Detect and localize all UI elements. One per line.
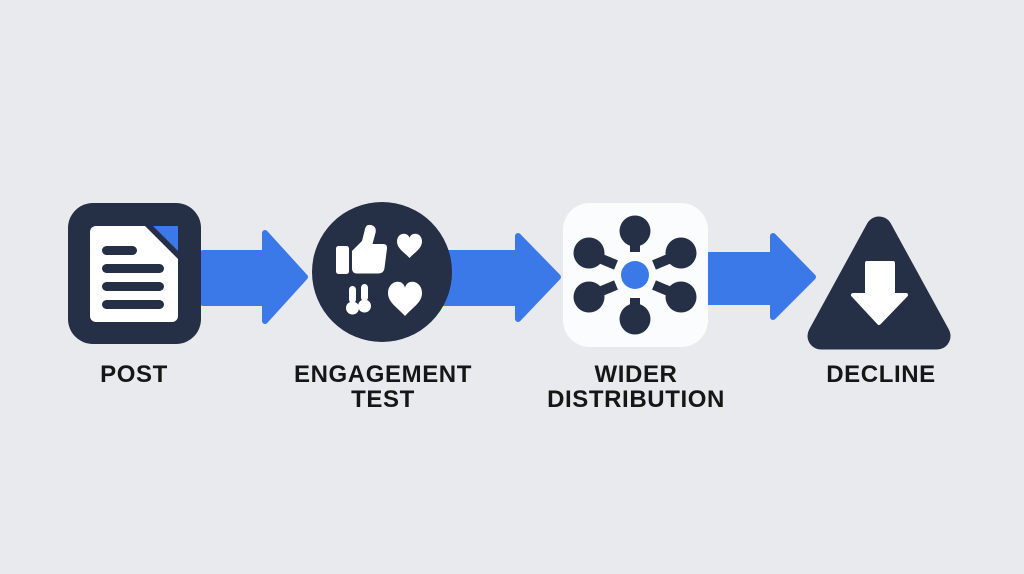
step-label-line: TEST [351,386,415,413]
document-icon [90,226,178,322]
right-arrow-icon-3 [706,233,816,320]
heart-icon-small [397,233,422,258]
step-label-line: DISTRIBUTION [547,386,725,413]
step-label-engagement-test: ENGAGEMENT TEST [294,362,472,412]
step-label-line: ENGAGEMENT [293,361,473,388]
right-arrow-icon-2 [437,233,561,322]
right-arrow-icon-1 [200,230,308,324]
step-label-post: POST [100,362,168,387]
document-fold [153,226,178,251]
down-arrow-icon [851,261,908,325]
thumbs-up-icon [336,224,388,274]
hub-center-dot [621,261,649,289]
decline-step-icon [807,216,951,350]
step-label-line: POST [100,361,168,388]
network-hub-icon [573,215,697,335]
post-step-icon [68,203,201,344]
step-label-line: WIDER [594,361,678,388]
reaction-pins-icon [346,284,371,315]
engagement-test-step-icon [312,202,452,342]
step-label-line: DECLINE [826,361,936,388]
wider-distribution-step-icon [563,203,708,347]
document-text-lines [102,246,164,309]
heart-icon-large [388,281,422,316]
step-label-wider-distribution: WIDER DISTRIBUTION [547,362,725,412]
step-label-decline: DECLINE [826,362,936,387]
